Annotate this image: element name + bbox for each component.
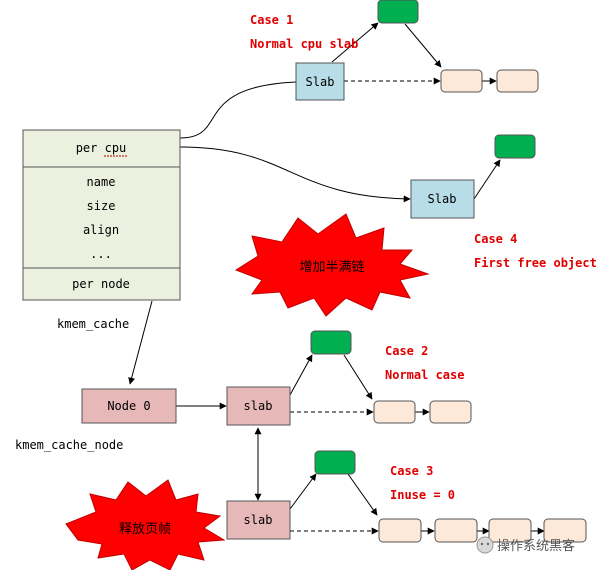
kmem-cache-struct: per cpu name size align ... per node bbox=[22, 129, 181, 301]
cpu-slab-case1-label: Slab bbox=[306, 75, 335, 89]
cpu-slab-case1 bbox=[295, 62, 345, 101]
burst-lower-label: 释放页帧 bbox=[119, 522, 171, 537]
objects bbox=[310, 0, 587, 543]
object-free bbox=[434, 518, 478, 543]
burst-upper-label: 增加半满链 bbox=[299, 260, 364, 275]
object-free bbox=[496, 69, 539, 93]
cpu-slab-case4 bbox=[410, 179, 475, 219]
kmem-cache-node-caption: kmem_cache_node bbox=[15, 438, 123, 452]
node0-box bbox=[81, 388, 177, 424]
object-green-case3 bbox=[314, 450, 356, 475]
case2-title: Case 2 bbox=[385, 344, 428, 358]
node-slab-case2 bbox=[226, 386, 291, 426]
object-free bbox=[543, 518, 587, 543]
object-free bbox=[378, 518, 422, 543]
object-free bbox=[488, 518, 532, 543]
kmem-cache-caption: kmem_cache bbox=[57, 317, 129, 331]
curve-percpu-to-slab1 bbox=[179, 81, 297, 139]
arrow-pernode-to-node0 bbox=[128, 300, 153, 385]
object-free bbox=[373, 400, 416, 424]
case2-desc: Normal case bbox=[385, 368, 464, 382]
burst-upper bbox=[234, 213, 430, 317]
field-per-node: per node bbox=[72, 277, 130, 291]
case3-title: Case 3 bbox=[390, 464, 433, 478]
field-align: align bbox=[83, 223, 119, 237]
burst-lower bbox=[65, 479, 226, 571]
object-green-case1 bbox=[377, 0, 419, 24]
curve-percpu-to-slab4 bbox=[179, 146, 411, 203]
field-per-cpu: per cpu bbox=[76, 141, 127, 155]
connectors bbox=[128, 22, 545, 535]
case1-desc: Normal cpu slab bbox=[250, 37, 358, 51]
node-slab-case3-label: slab bbox=[244, 513, 273, 527]
node-slab-case3 bbox=[226, 500, 291, 540]
object-free bbox=[440, 69, 483, 93]
case1-title: Case 1 bbox=[250, 13, 293, 27]
case4-title: Case 4 bbox=[474, 232, 517, 246]
cpu-slab-case4-label: Slab bbox=[428, 192, 457, 206]
node0-label: Node 0 bbox=[107, 399, 150, 413]
field-name: name bbox=[87, 175, 116, 189]
watermark-text: 操作系统黑客 bbox=[497, 538, 575, 554]
case3-desc: Inuse = 0 bbox=[390, 488, 455, 502]
field-size: size bbox=[87, 199, 116, 213]
object-green-case4 bbox=[494, 134, 536, 159]
watermark: 操作系统黑客 bbox=[476, 536, 575, 554]
field-ellipsis: ... bbox=[90, 247, 112, 261]
object-free bbox=[429, 400, 472, 424]
object-green-case2 bbox=[310, 330, 352, 355]
case4-desc: First free object bbox=[474, 256, 597, 270]
node-slab-case2-label: slab bbox=[244, 399, 273, 413]
chat-bubble-icon bbox=[476, 536, 494, 554]
